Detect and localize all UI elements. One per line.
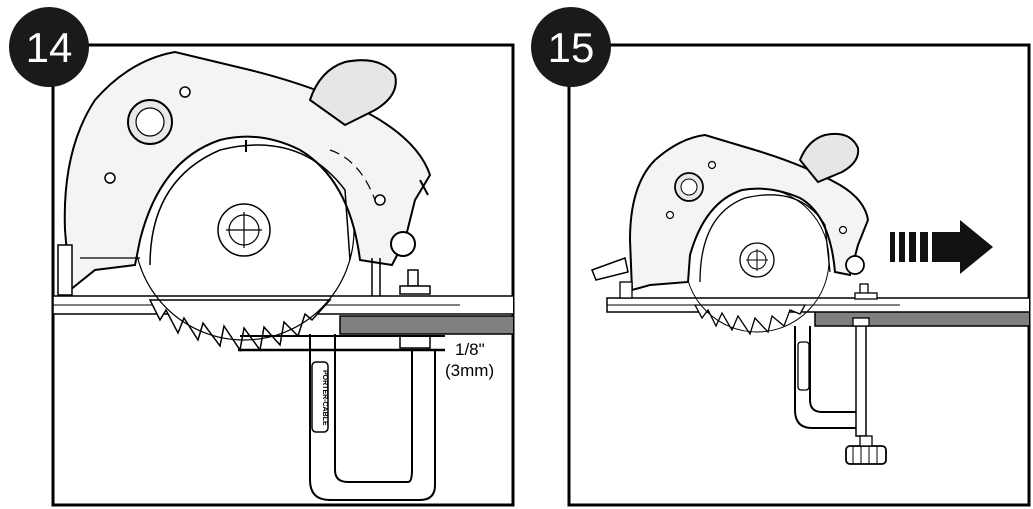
step-number: 15 xyxy=(548,24,595,71)
step-badge-14: 14 xyxy=(9,7,89,87)
depth-label-imperial: 1/8" xyxy=(455,340,485,359)
feed-direction-arrow xyxy=(890,220,993,274)
depth-label-metric: (3mm) xyxy=(445,361,494,380)
clamp-brand-text: PORTER-CABLE xyxy=(321,370,328,426)
panel-14: PORTER-CABLE 1/8" (3mm) 14 xyxy=(9,7,515,507)
saw-handle xyxy=(308,59,397,127)
work-surface xyxy=(339,315,513,335)
step-number: 14 xyxy=(26,24,73,71)
panel-15: 15 xyxy=(531,7,1031,507)
saw-handle xyxy=(798,132,860,184)
c-clamp: PORTER-CABLE xyxy=(309,334,436,501)
step-badge-15: 15 xyxy=(531,7,611,87)
c-clamp xyxy=(794,317,887,465)
